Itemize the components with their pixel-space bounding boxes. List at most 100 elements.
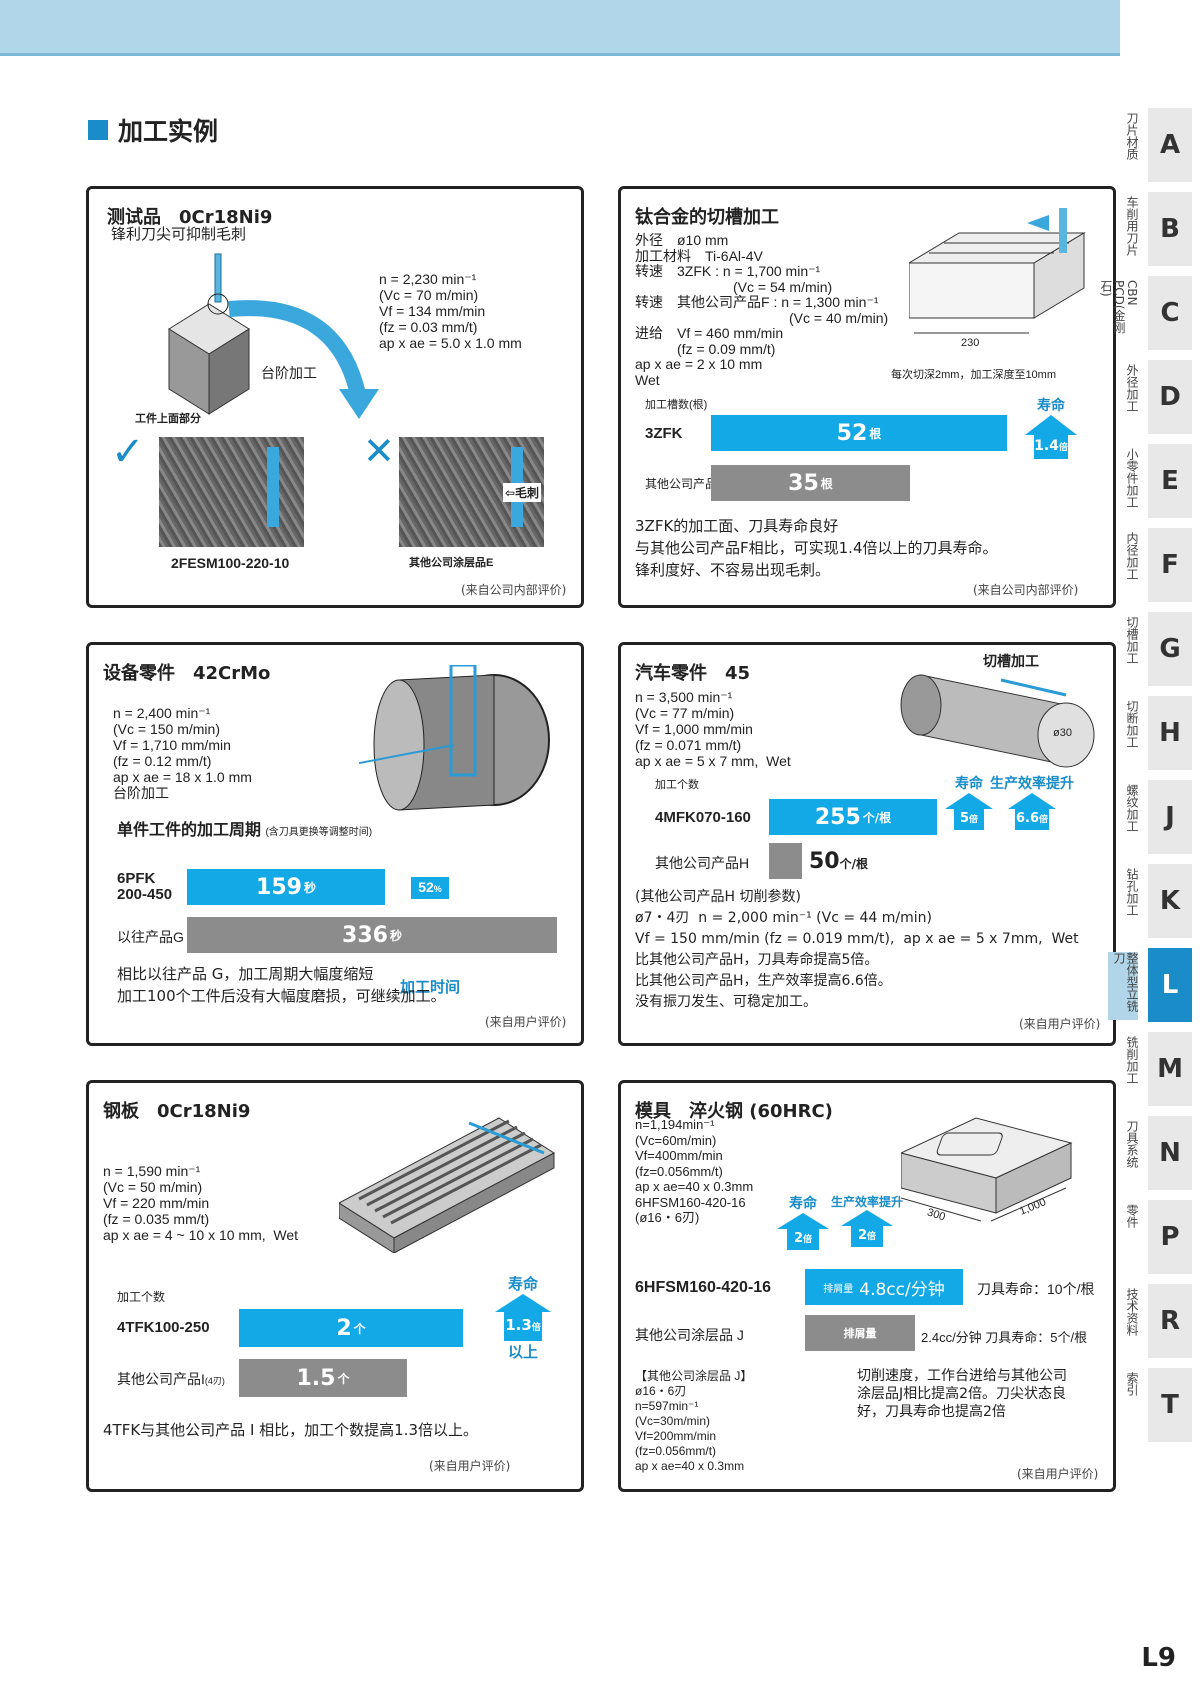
bar-value-other-h: 50个/根 xyxy=(809,849,869,874)
sidebar-tab-letter: H xyxy=(1148,696,1192,770)
sidebar-tab-label: 外径加工 xyxy=(1125,364,1139,412)
result-text: 相比以往产品 G，加工周期大幅度缩短 加工100个工件后没有大幅度磨损，可继续加… xyxy=(117,965,446,1005)
workpiece-illustration xyxy=(168,253,379,419)
sidebar-tab-label: 内径加工 xyxy=(1125,532,1139,580)
bar-label-other-h: 其他公司产品H xyxy=(655,855,750,871)
down-arrow-icon xyxy=(267,447,279,527)
bar-label-other-i: 其他公司产品I(4刃) xyxy=(117,1371,225,1387)
burr-label: ⇦毛刺 xyxy=(503,483,542,502)
bar-label-6pfk: 6PFK 200-450 xyxy=(117,870,173,903)
sidebar-tab-l[interactable]: 整体型立铣刀 L xyxy=(1108,948,1192,1022)
slot-workpiece-illustration xyxy=(909,208,1086,334)
header-bar xyxy=(0,0,1120,56)
case-panel-5: 钢板 0Cr18Ni9 n = 1,590 min⁻¹ (Vc = 50 m/m… xyxy=(86,1080,584,1492)
evaluation-note: (来自用户评价) xyxy=(429,1459,511,1473)
sidebar-tab-letter: T xyxy=(1148,1368,1192,1442)
cutting-params: n=1,194min⁻¹ (Vc=60m/min) Vf=400mm/min (… xyxy=(635,1117,754,1225)
plate-illustration xyxy=(339,1117,555,1253)
case-panel-3: 设备零件 42CrMo n = 2,400 min⁻¹ (Vc = 150 m/… xyxy=(86,642,584,1046)
cutting-params: n = 1,590 min⁻¹ (Vc = 50 m/min) Vf = 220… xyxy=(103,1163,299,1243)
chart-label: 加工个数 xyxy=(117,1290,166,1304)
life-up-arrow: 寿命 1.4倍 xyxy=(1021,395,1081,459)
cutting-params: n = 3,500 min⁻¹ (Vc = 77 m/min) Vf = 1,0… xyxy=(635,689,791,769)
panel-title: 模具 淬火钢 (60HRC) xyxy=(635,1101,833,1122)
sidebar-tab-h[interactable]: 切断加工 H xyxy=(1108,696,1192,770)
bar-label-4tfk: 4TFK100-250 xyxy=(117,1319,210,1336)
dimension-note: 每次切深2mm，加工深度至10mm xyxy=(891,369,1057,381)
cutting-params: 外径 ø10 mm 加工材料 Ti-6Al-4V 转速 3ZFK : n = 1… xyxy=(635,232,889,388)
sidebar-tab-label: 整体型立铣刀 xyxy=(1108,952,1139,1020)
case-panel-4: 汽车零件 45 n = 3,500 min⁻¹ (Vc = 77 m/min) … xyxy=(618,642,1116,1046)
case-panel-1: 测试品 0Cr18Ni9 锋利刀尖可抑制毛刺 n = 2,230 min⁻¹ (… xyxy=(86,186,584,608)
sidebar-tab-label: 车削用刀片 xyxy=(1125,196,1139,256)
result-text: 3ZFK的加工面、刀具寿命良好 与其他公司产品F相比，可实现1.4倍以上的刀具寿… xyxy=(635,517,998,579)
panel-title: 钢板 0Cr18Ni9 xyxy=(103,1101,251,1122)
panel-subtitle: 锋利刀尖可抑制毛刺 xyxy=(111,226,247,243)
evaluation-note: (来自用户评价) xyxy=(1017,1467,1099,1481)
chart-label: 加工槽数(根) xyxy=(645,399,708,411)
evaluation-note: (来自用户评价) xyxy=(1019,1017,1101,1031)
sidebar-tab-d[interactable]: 外径加工 D xyxy=(1108,360,1192,434)
panel-title: 汽车零件 45 xyxy=(635,663,751,684)
cutting-params: n = 2,230 min⁻¹ (Vc = 70 m/min) Vf = 134… xyxy=(379,271,522,351)
sidebar-tab-label: 切断加工 xyxy=(1125,700,1139,748)
life-up-arrow: 寿命 1.3倍 以上 xyxy=(493,1273,553,1362)
bar-other-f: 5235根 xyxy=(711,465,910,501)
panel-title: 设备零件 42CrMo xyxy=(103,663,271,684)
sidebar-tab-letter: J xyxy=(1148,780,1192,854)
result-text: 切削速度，工作台进给与其他公司 涂层品J相比提高2倍。刀尖状态良 好，刀具寿命也… xyxy=(857,1368,1067,1420)
bar-other-j: 排屑量 xyxy=(805,1315,915,1351)
bar1-life-text: 刀具寿命：10个/根 xyxy=(977,1281,1095,1297)
efficiency-up-arrow: 生产效率提升 2倍 xyxy=(817,1193,917,1247)
result-text: (其他公司产品H 切削参数) ø7・4刃 n = 2,000 min⁻¹ (Vc… xyxy=(635,889,1079,1010)
good-surface-photo xyxy=(159,437,304,547)
bar-other-h xyxy=(769,843,802,879)
sidebar-tab-label: 螺纹加工 xyxy=(1125,784,1139,832)
sidebar-tab-letter: L xyxy=(1148,948,1192,1022)
case-panel-6: 模具 淬火钢 (60HRC) n=1,194min⁻¹ (Vc=60m/min)… xyxy=(618,1080,1116,1492)
bar-label-3zfk: 3ZFK xyxy=(645,425,683,442)
up-arrow-icon xyxy=(495,1294,551,1312)
bad-cross-icon: ✕ xyxy=(363,429,395,473)
top-label: 工件上面部分 xyxy=(135,413,201,425)
chart-label: 加工个数 xyxy=(655,779,699,791)
bar-label-other-j: 其他公司涂层品 J xyxy=(635,1327,744,1343)
evaluation-note: (来自公司内部评价) xyxy=(461,583,567,597)
sidebar-tab-label: CBN PCD(金刚石) xyxy=(1099,280,1139,334)
evaluation-note: (来自用户评价) xyxy=(485,1015,567,1029)
sidebar-tab-letter: G xyxy=(1148,612,1192,686)
bar-label-previous-g: 以往产品G xyxy=(117,929,184,945)
panel-title: 测试品 0Cr18Ni9 xyxy=(107,207,273,228)
good-check-icon: ✓ xyxy=(111,429,145,475)
sidebar-tab-letter: D xyxy=(1148,360,1192,434)
evaluation-note: (来自公司内部评价) xyxy=(973,583,1079,597)
groove-label: 切槽加工 xyxy=(983,653,1039,669)
sidebar-tab-label: 刀具系统 xyxy=(1125,1120,1139,1168)
sidebar-tab-label: 铣削加工 xyxy=(1125,1036,1139,1084)
sidebar-tab-j[interactable]: 螺纹加工 J xyxy=(1108,780,1192,854)
bar2-value-text: 2.4cc/分钟 刀具寿命：5个/根 xyxy=(921,1330,1088,1345)
diameter-label: ø30 xyxy=(1053,727,1072,739)
shaft-illustration xyxy=(359,665,550,811)
result-text: 4TFK与其他公司产品 I 相比，加工个数提高1.3倍以上。 xyxy=(103,1421,478,1439)
sidebar-tab-letter: B xyxy=(1148,192,1192,266)
sidebar-tab-b[interactable]: 车削用刀片 B xyxy=(1108,192,1192,266)
sidebar-tab-letter: C xyxy=(1148,276,1192,350)
sidebar-tab-label: 钻孔加工 xyxy=(1125,868,1139,916)
sidebar-tab-letter: P xyxy=(1148,1200,1192,1274)
sidebar-tab-c[interactable]: CBN PCD(金刚石)C xyxy=(1099,276,1192,350)
